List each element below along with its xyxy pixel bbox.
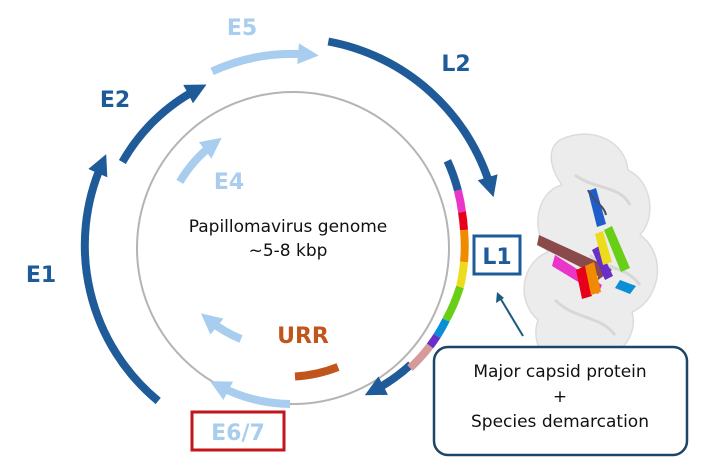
e4-label: E4 bbox=[214, 170, 244, 195]
e67-arc bbox=[209, 381, 291, 408]
callout-line-1: Major capsid protein bbox=[473, 362, 646, 382]
l2-arc bbox=[327, 37, 498, 198]
callout-line-3: Species demarcation bbox=[471, 412, 649, 432]
e67-label-box bbox=[190, 410, 286, 452]
e5-arc bbox=[210, 43, 319, 76]
genome-size: ~5-8 kbp bbox=[249, 241, 328, 261]
l1-domain-bar bbox=[407, 159, 469, 371]
urr-arc bbox=[294, 363, 340, 381]
e4-arc bbox=[176, 137, 222, 184]
genome-title: Papillomavirus genome bbox=[189, 217, 388, 237]
callout-pointer-arrowhead bbox=[496, 292, 504, 303]
callout-pointer-line bbox=[498, 295, 524, 337]
callout-box bbox=[432, 345, 689, 457]
e2-arc bbox=[118, 84, 207, 164]
l1-protein-structure-image bbox=[523, 133, 659, 363]
l2-label: L2 bbox=[441, 52, 470, 77]
l1-label: L1 bbox=[482, 245, 511, 270]
e67-label: E6/7 bbox=[211, 421, 265, 446]
callout-line-2: + bbox=[553, 387, 567, 407]
e5-label: E5 bbox=[227, 16, 257, 41]
urr-label: URR bbox=[277, 324, 329, 349]
e1-arc bbox=[80, 154, 161, 405]
e1-label: E1 bbox=[26, 263, 56, 288]
e2-label: E2 bbox=[100, 88, 130, 113]
l1-label-box bbox=[472, 234, 522, 276]
genome-circle bbox=[136, 91, 450, 405]
inner-return-arc bbox=[200, 313, 243, 343]
